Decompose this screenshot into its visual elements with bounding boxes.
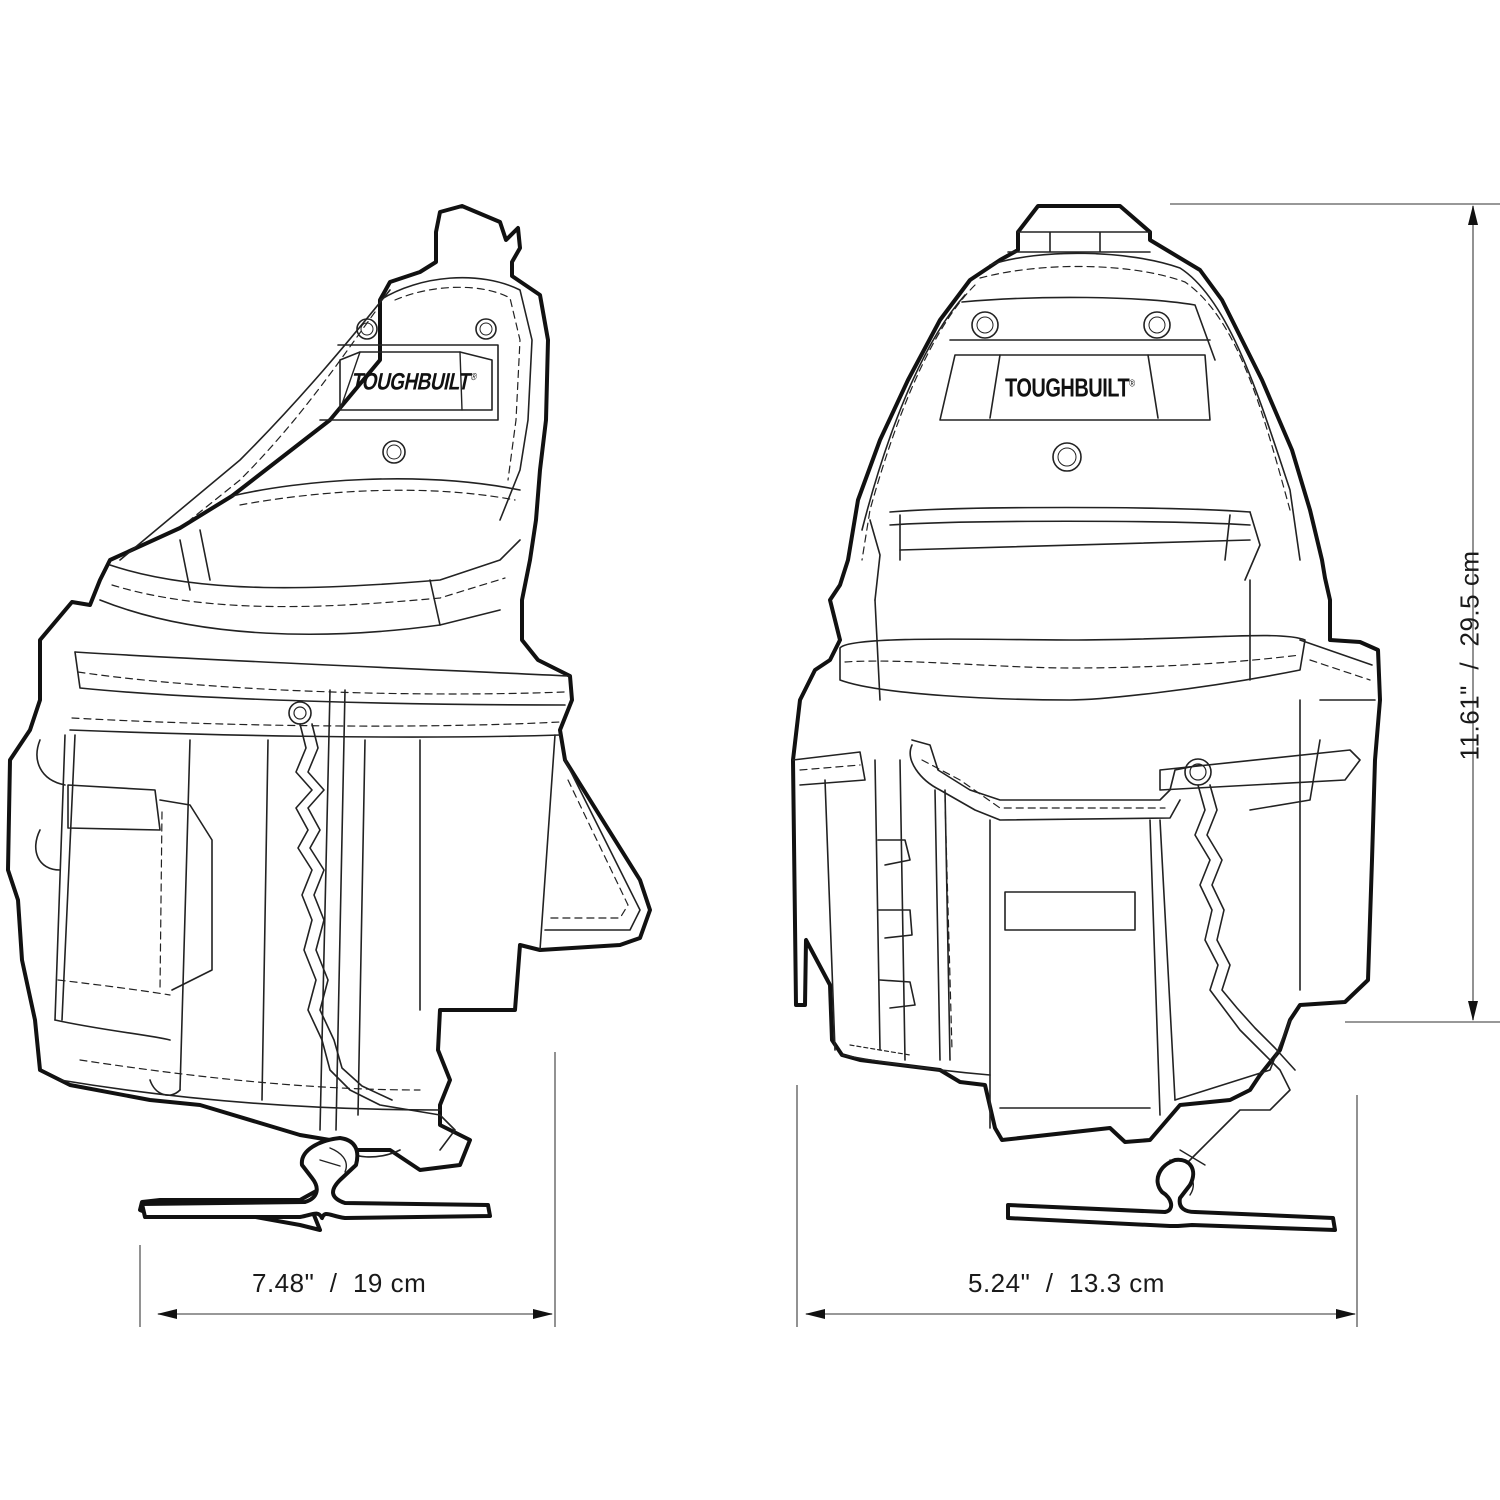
chain bbox=[295, 723, 456, 1151]
side-view-drawing bbox=[6, 204, 652, 1232]
registered-mark: ® bbox=[1129, 377, 1135, 390]
rivet-icon bbox=[1143, 311, 1171, 339]
brand-logo-front: TOUGHBUILT® bbox=[1005, 375, 1135, 405]
height-dimension-label: 11.61" / 29.5 cm bbox=[1454, 550, 1485, 761]
rivet-icon bbox=[971, 311, 999, 339]
dimension-lines bbox=[139, 203, 1500, 1327]
belt-clip bbox=[1006, 1157, 1337, 1232]
depth-dimension-label: 7.48" / 19 cm bbox=[252, 1268, 427, 1298]
chain bbox=[1169, 784, 1291, 1191]
brand-logo-side: TOUGHBUILT® bbox=[349, 369, 478, 397]
rivet-icon bbox=[475, 318, 497, 340]
front-view-outline bbox=[791, 204, 1382, 1144]
logo-text: TOUGHBUILT bbox=[349, 369, 473, 396]
rivet-icon bbox=[1052, 442, 1082, 472]
width-dimension-label: 5.24" / 13.3 cm bbox=[968, 1268, 1165, 1298]
logo-text: TOUGHBUILT bbox=[1005, 374, 1130, 404]
rivet-icon bbox=[356, 318, 378, 340]
front-view-drawing bbox=[791, 204, 1382, 1232]
belt-clip bbox=[140, 1136, 492, 1220]
rivet-icon bbox=[382, 440, 406, 464]
